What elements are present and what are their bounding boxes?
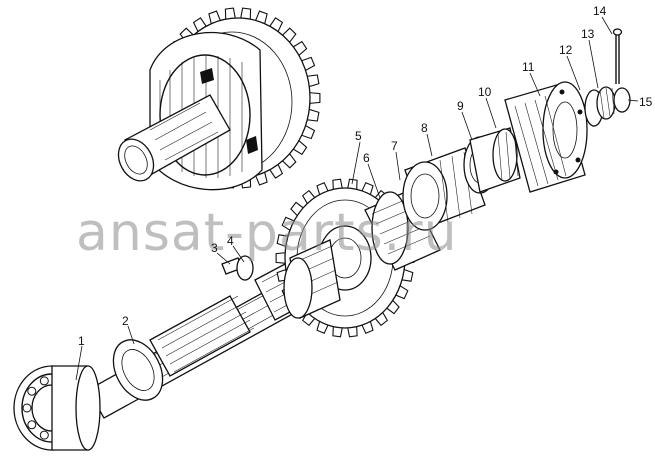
splined-section (149, 295, 251, 377)
callout-1: 1 (78, 334, 85, 348)
watermark: ansat-parts.ru (76, 203, 458, 263)
callout-11: 11 (522, 60, 535, 74)
end-ring (613, 87, 631, 113)
bearing-ball (39, 376, 49, 386)
callout-14: 14 (593, 4, 607, 18)
cotter-pin (615, 34, 620, 84)
upper-gear-assembly (117, 7, 321, 191)
upper-shaft-end (117, 138, 155, 182)
bearing-ball (27, 420, 37, 430)
flange-face (542, 81, 588, 179)
leader-lines (75, 16, 639, 381)
callout-3: 3 (211, 241, 218, 255)
callout-12: 12 (559, 43, 573, 57)
callout-9: 9 (457, 99, 464, 113)
spacer-ring (112, 339, 164, 401)
bearing-ball (39, 430, 49, 440)
callout-15: 15 (639, 95, 653, 109)
callouts: 1 2 3 4 5 6 7 8 9 10 11 12 13 14 15 (78, 4, 653, 348)
callout-5: 5 (355, 129, 362, 143)
callout-2: 2 (122, 314, 129, 328)
callout-4: 4 (227, 234, 234, 248)
lock-nut (492, 128, 518, 182)
coupling-sleeve-face (402, 161, 448, 231)
callout-13: 13 (581, 27, 595, 41)
rear-bearing-group (463, 127, 521, 194)
callout-8: 8 (421, 121, 428, 135)
ball-bearing-left (13, 365, 101, 451)
bearing-ball (22, 403, 32, 413)
collar-small (236, 255, 254, 281)
bearing-ball (27, 386, 37, 396)
callout-10: 10 (478, 85, 492, 99)
end-fasteners (584, 28, 631, 127)
callout-6: 6 (363, 151, 370, 165)
output-flange (504, 81, 588, 193)
callout-7: 7 (391, 139, 398, 153)
center-gear-hub-end (283, 257, 313, 319)
